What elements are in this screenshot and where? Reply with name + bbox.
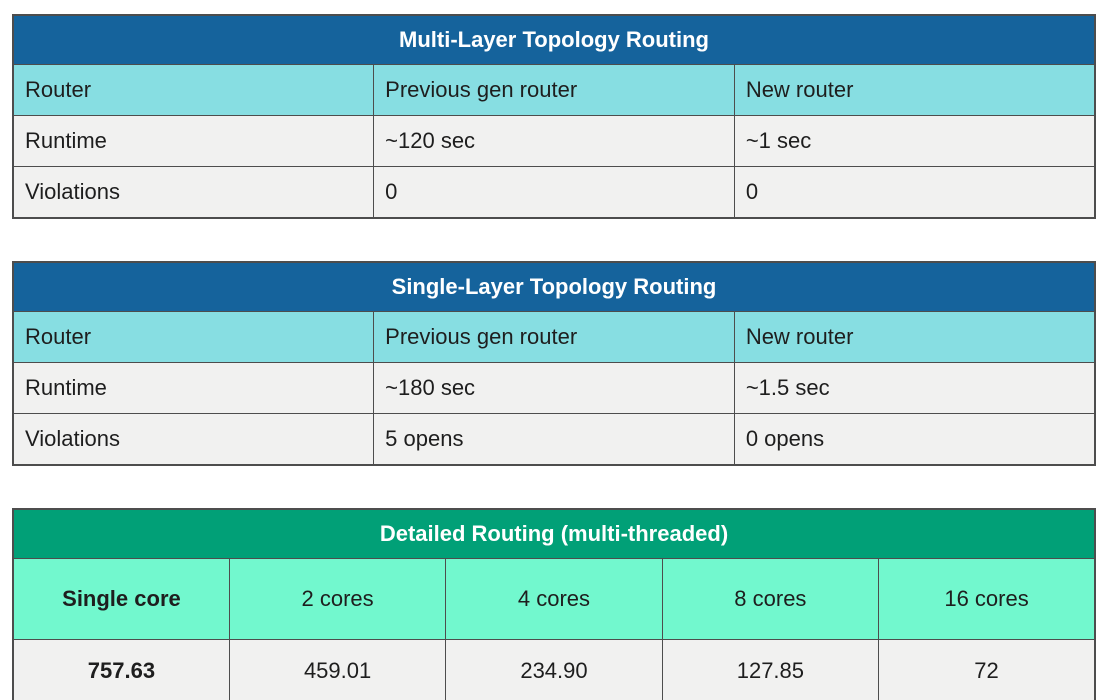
- multi-layer-topology-routing-table: Multi-Layer Topology Routing Router Prev…: [12, 14, 1096, 219]
- table-row: Runtime ~120 sec ~1 sec: [12, 115, 1096, 167]
- value-cell-2-cores: 459.01: [228, 639, 447, 700]
- table-row: 757.63 459.01 234.90 127.85 72: [12, 639, 1096, 700]
- table-title-row: Single-Layer Topology Routing: [12, 261, 1096, 312]
- row-label-violations: Violations: [12, 166, 375, 219]
- column-header-new-router: New router: [733, 311, 1096, 363]
- column-header-row: Single core 2 cores 4 cores 8 cores 16 c…: [12, 558, 1096, 640]
- value-cell: ~1.5 sec: [733, 362, 1096, 414]
- table-title-row: Multi-Layer Topology Routing: [12, 14, 1096, 65]
- value-cell: 5 opens: [373, 413, 735, 466]
- column-header-previous-gen-router: Previous gen router: [373, 311, 735, 363]
- value-cell-single-core: 757.63: [12, 639, 230, 700]
- column-header-router: Router: [12, 64, 375, 116]
- table-title-row: Detailed Routing (multi-threaded): [12, 508, 1096, 559]
- column-header-16-cores: 16 cores: [878, 558, 1096, 640]
- column-header-8-cores: 8 cores: [661, 558, 880, 640]
- value-cell: 0: [733, 166, 1096, 219]
- table-row: Violations 0 0: [12, 166, 1096, 219]
- value-cell: ~120 sec: [373, 115, 735, 167]
- column-header-new-router: New router: [733, 64, 1096, 116]
- row-label-runtime: Runtime: [12, 115, 375, 167]
- row-label-runtime: Runtime: [12, 362, 375, 414]
- column-header-single-core: Single core: [12, 558, 230, 640]
- column-header-router: Router: [12, 311, 375, 363]
- single-layer-table-title: Single-Layer Topology Routing: [12, 261, 1096, 312]
- detailed-routing-table: Detailed Routing (multi-threaded) Single…: [12, 508, 1096, 700]
- table-row: Runtime ~180 sec ~1.5 sec: [12, 362, 1096, 414]
- column-header-4-cores: 4 cores: [445, 558, 663, 640]
- value-cell-4-cores: 234.90: [445, 639, 663, 700]
- single-layer-topology-routing-table: Single-Layer Topology Routing Router Pre…: [12, 261, 1096, 466]
- value-cell: 0: [373, 166, 735, 219]
- column-header-2-cores: 2 cores: [228, 558, 447, 640]
- value-cell: ~1 sec: [733, 115, 1096, 167]
- column-header-previous-gen-router: Previous gen router: [373, 64, 735, 116]
- value-cell-16-cores: 72: [878, 639, 1096, 700]
- row-label-violations: Violations: [12, 413, 375, 466]
- multi-layer-table-title: Multi-Layer Topology Routing: [12, 14, 1096, 65]
- value-cell: ~180 sec: [373, 362, 735, 414]
- column-header-row: Router Previous gen router New router: [12, 64, 1096, 116]
- table-row: Violations 5 opens 0 opens: [12, 413, 1096, 466]
- column-header-row: Router Previous gen router New router: [12, 311, 1096, 363]
- detailed-routing-table-title: Detailed Routing (multi-threaded): [12, 508, 1096, 559]
- value-cell-8-cores: 127.85: [661, 639, 880, 700]
- value-cell: 0 opens: [733, 413, 1096, 466]
